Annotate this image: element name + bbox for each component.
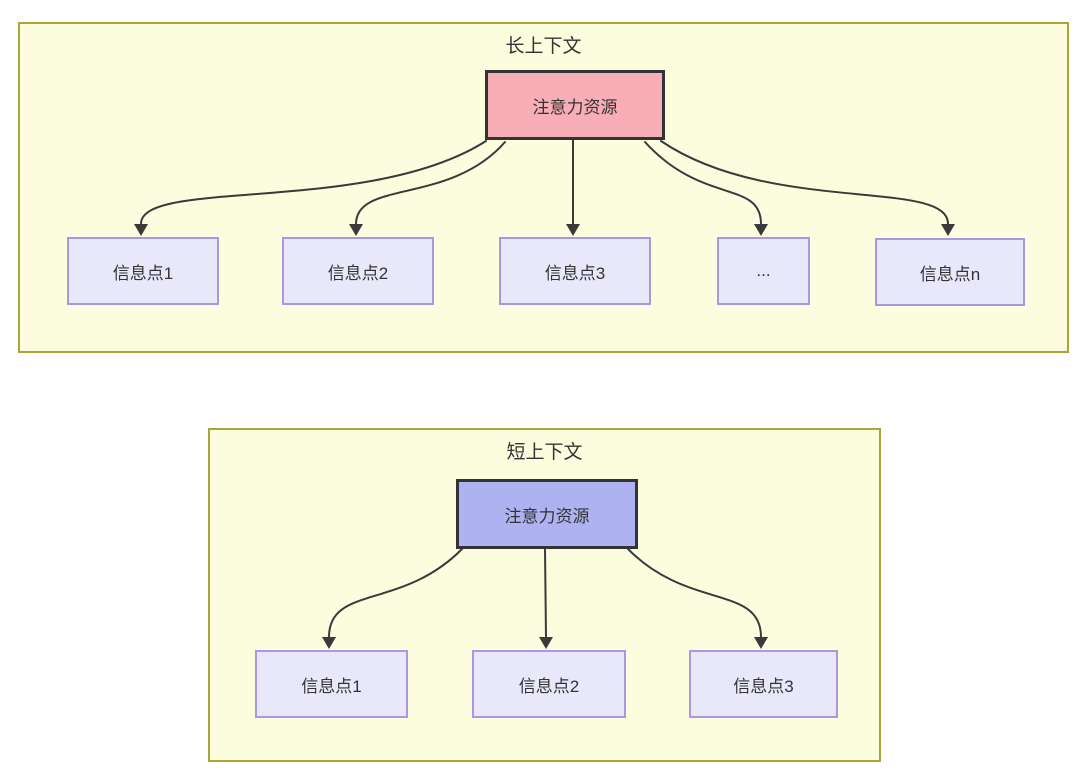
short-info-box-3: 信息点3 — [689, 650, 838, 718]
short-context-title: 短上下文 — [506, 442, 583, 463]
long-info-box-n: 信息点n — [875, 238, 1025, 306]
short-info-box-2: 信息点2 — [472, 650, 626, 718]
short-info-box-1: 信息点1 — [255, 650, 408, 718]
long-info-box-1: 信息点1 — [67, 237, 219, 305]
long-attention-label: 注意力资源 — [532, 97, 618, 117]
long-info-box-ellipsis: ... — [717, 237, 810, 305]
long-info-label-2: 信息点2 — [327, 263, 389, 283]
short-info-label-3: 信息点3 — [733, 676, 794, 696]
long-info-box-3: 信息点3 — [499, 237, 651, 305]
long-info-label-1: 信息点1 — [112, 263, 174, 283]
long-info-label-3: 信息点3 — [544, 263, 606, 283]
short-attention-label: 注意力资源 — [504, 506, 590, 526]
long-info-label-n: 信息点n — [919, 264, 981, 284]
long-attention-box: 注意力资源 — [485, 70, 665, 140]
short-context-panel: 短上下文 注意力资源 信息点1 信息点2 信息点3 — [208, 428, 881, 762]
long-info-label-ellipsis: ... — [756, 261, 771, 280]
long-context-panel: 长上下文 注意力资源 信息点1 信息点2 信息点3 ... 信息点n — [18, 22, 1069, 353]
short-info-label-1: 信息点1 — [301, 676, 362, 696]
long-info-box-2: 信息点2 — [282, 237, 434, 305]
short-info-label-2: 信息点2 — [518, 676, 580, 696]
short-attention-box: 注意力资源 — [456, 479, 638, 549]
long-context-title: 长上下文 — [505, 36, 582, 57]
